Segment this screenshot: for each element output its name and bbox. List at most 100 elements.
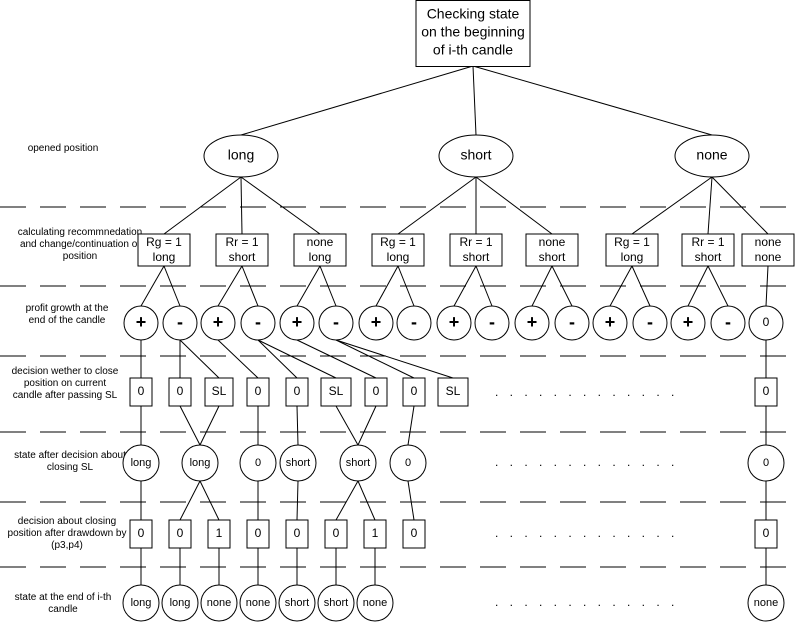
end-state-node <box>122 584 160 622</box>
drawdown-decision-value: 0 <box>763 526 770 540</box>
tree-edge <box>472 65 713 136</box>
row-label-state-after-sl: state after decision about closing SL <box>14 450 126 473</box>
state-after-sl-label: 0 <box>763 457 769 469</box>
tree-edge <box>357 405 377 446</box>
recommendation-line-1: Rr = 1 <box>691 235 724 249</box>
tree-edge <box>453 265 477 307</box>
tree-edge <box>335 405 359 446</box>
profit-sign: - <box>725 312 731 332</box>
tree-edge <box>319 265 337 307</box>
state-after-sl-node <box>339 444 377 482</box>
tree-edge <box>397 265 415 307</box>
profit-node <box>554 305 590 341</box>
recommendation-line-2: short <box>539 250 566 264</box>
drawdown-decision-box <box>207 519 231 549</box>
tree-edge <box>335 339 454 379</box>
tree-edge <box>335 480 359 521</box>
drawdown-decision-value: 1 <box>216 526 223 540</box>
recommendation-box <box>215 233 269 267</box>
recommendation-line-2: long <box>309 250 332 264</box>
sl-decision-value: SL <box>329 384 344 398</box>
drawdown-decision-box <box>754 519 778 549</box>
state-after-sl-node <box>389 444 427 482</box>
position-node-short <box>438 134 514 178</box>
recommendation-line-1: Rr = 1 <box>225 235 258 249</box>
row-label-drawdown-decision: decision about closing position after dr… <box>7 516 127 551</box>
tree-edge <box>240 176 243 235</box>
end-state-label: short <box>324 597 348 609</box>
recommendation-line-2: long <box>621 250 644 264</box>
state-after-sl-label: short <box>286 457 310 469</box>
profit-sign: - <box>647 312 653 332</box>
tree-edge <box>296 405 299 446</box>
sl-decision-value: SL <box>212 384 227 398</box>
end-state-node <box>317 584 355 622</box>
sl-decision-box <box>364 377 388 407</box>
state-after-sl-node <box>279 444 317 482</box>
position-node-long <box>203 134 279 178</box>
ellipsis-dots: . . . . . . . . . . . . . <box>495 455 678 469</box>
tree-edge <box>472 65 477 136</box>
tree-edge <box>240 176 321 235</box>
recommendation-box <box>293 233 347 267</box>
sl-decision-box <box>437 377 469 407</box>
profit-node <box>240 305 276 341</box>
sl-decision-box <box>320 377 352 407</box>
profit-sign: + <box>371 312 382 332</box>
state-after-sl-label: long <box>190 457 211 469</box>
recommendation-box <box>449 233 503 267</box>
sl-decision-box <box>129 377 153 407</box>
state-after-sl-node <box>181 444 219 482</box>
tree-edge <box>140 265 165 307</box>
sl-decision-value: 0 <box>255 384 262 398</box>
tree-edge <box>631 176 713 235</box>
recommendation-line-2: long <box>387 250 410 264</box>
tree-edge <box>357 480 376 521</box>
sl-decision-box <box>204 377 234 407</box>
row-label-profit-growth: profit growth at the end of the candle <box>25 303 109 326</box>
profit-sign: - <box>489 312 495 332</box>
tree-edge <box>475 176 553 235</box>
profit-sign: 0 <box>763 315 770 329</box>
tree-edge <box>199 405 220 446</box>
drawdown-decision-value: 1 <box>372 526 379 540</box>
recommendation-line-1: Rg = 1 <box>146 235 182 249</box>
recommendation-line-2: none <box>755 250 782 264</box>
profit-sign: + <box>449 312 460 332</box>
profit-sign: + <box>292 312 303 332</box>
tree-edge <box>551 265 573 307</box>
sl-decision-value: 0 <box>177 384 184 398</box>
recommendation-box <box>371 233 425 267</box>
profit-sign: + <box>213 312 224 332</box>
profit-node <box>474 305 510 341</box>
profit-sign: - <box>411 312 417 332</box>
recommendation-line-1: none <box>755 235 782 249</box>
state-after-sl-label: short <box>346 457 370 469</box>
tree-edge <box>397 176 477 235</box>
row-label-sl-decision: decision wether to close position on cur… <box>11 366 119 401</box>
profit-sign: - <box>569 312 575 332</box>
sl-decision-box <box>168 377 192 407</box>
position-label: short <box>460 147 491 163</box>
tree-edge <box>163 176 242 235</box>
sl-decision-box <box>754 377 778 407</box>
end-state-label: short <box>285 597 309 609</box>
tree-edge <box>531 265 553 307</box>
profit-sign: - <box>333 312 339 332</box>
tree-edge <box>163 265 181 307</box>
tree-edge <box>296 265 321 307</box>
tree-edge <box>179 339 220 379</box>
row-label-recommendation: calculating recommnedation and change/co… <box>17 227 143 262</box>
end-state-label: none <box>754 597 778 609</box>
drawdown-decision-value: 0 <box>333 526 340 540</box>
drawdown-decision-box <box>324 519 348 549</box>
tree-edge <box>609 265 633 307</box>
profit-node <box>592 305 628 341</box>
tree-edge <box>199 480 220 521</box>
tree-edge <box>296 480 299 521</box>
recommendation-line-2: short <box>695 250 722 264</box>
profit-node <box>123 305 159 341</box>
ellipsis-dots: . . . . . . . . . . . . . <box>495 595 678 609</box>
